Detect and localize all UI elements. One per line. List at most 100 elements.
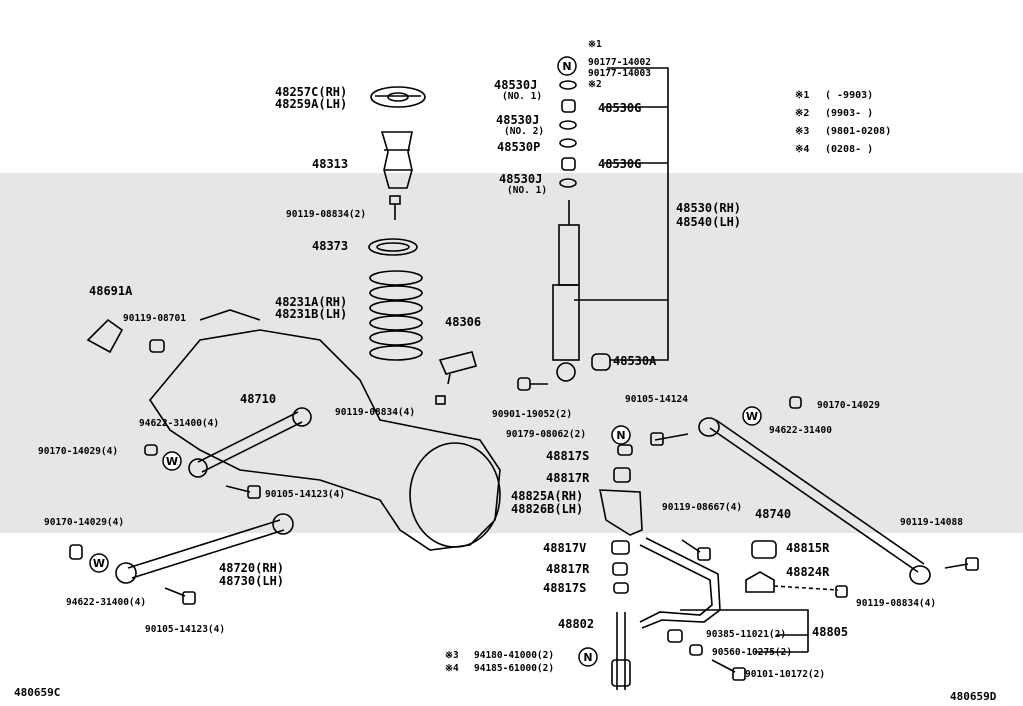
washer-mark-3: W [746, 410, 758, 423]
part-label: 90177-14003 [588, 68, 651, 79]
part-label: 90170-14029 [817, 400, 880, 411]
part-label: 90119-08667(4) [662, 502, 743, 513]
part-label: 90105-14123(4) [145, 624, 226, 635]
legend-row: ※3 (9801-0208) [795, 126, 891, 144]
legend-range: (0208- ) [825, 144, 874, 155]
part-label: 48824R [786, 565, 830, 579]
part-label: 48540(LH) [676, 215, 742, 229]
part-label: 90105-14124 [625, 394, 688, 405]
nut-mark-1: N [562, 60, 571, 73]
part-label: 48530J [494, 78, 538, 92]
bracket-48306-shape [438, 351, 477, 375]
legend-mark: ※3 [795, 126, 810, 137]
part-label: 48817R [546, 471, 590, 485]
part-label: 94622-31400(4) [139, 418, 220, 429]
watermark-band [0, 173, 1023, 533]
part-label: 90119-08701 [123, 313, 186, 324]
part-label: 90170-14029(4) [44, 517, 125, 528]
part-label: 48826B(LH) [511, 502, 584, 516]
legend-range: (9903- ) [825, 108, 874, 119]
part-label: 48730(LH) [219, 574, 285, 588]
part-label: 48817R [546, 562, 590, 576]
part-label: 48691A [89, 284, 133, 298]
bracket-48805 [680, 609, 809, 652]
part-label: 48259A(LH) [275, 97, 348, 111]
lower-arm-48720-shape [115, 513, 294, 584]
part-label: 90385-11021(2) [706, 629, 787, 640]
part-label: 48825A(RH) [511, 489, 584, 503]
part-label: 48530J [499, 172, 543, 186]
part-label: 48530P [497, 140, 541, 154]
bracket-48530 [607, 67, 669, 361]
part-label: 90105-14123(4) [265, 489, 346, 500]
part-label: (NO. 1) [507, 185, 548, 196]
coil-spring-shape [369, 270, 423, 361]
bracket-48691A-shape [86, 318, 124, 354]
part-label: 48817S [543, 581, 587, 595]
legend: ※1 ( -9903) ※2 (9903- ) ※3 (9801-0208) ※4 (0… [795, 90, 891, 162]
part-label: 48817V [543, 541, 587, 555]
legend-row: ※2 (9903- ) [795, 108, 891, 126]
shock-absorber-shape [552, 200, 580, 382]
part-label: 90901-19052(2) [492, 409, 573, 420]
part-label: 48373 [312, 239, 349, 253]
part-label: 48720(RH) [219, 561, 285, 575]
part-label: 48313 [312, 157, 349, 171]
spring-seat-shape [370, 86, 426, 108]
legend-row: ※4 (0208- ) [795, 144, 891, 162]
upper-arm-48710-shape [188, 407, 312, 478]
part-label: 48530J [496, 113, 540, 127]
part-label: 94185-61000(2) [474, 663, 555, 674]
washer-mark-2: W [93, 557, 105, 570]
part-label: ※4 [445, 663, 459, 674]
part-label: ※3 [445, 650, 459, 661]
part-label: 48817S [546, 449, 590, 463]
part-label: 94180-41000(2) [474, 650, 555, 661]
part-label: 94622-31400 [769, 425, 832, 436]
part-label: 48815R [786, 541, 830, 555]
part-label: 48231B(LH) [275, 307, 348, 321]
part-label: 48805 [812, 625, 849, 639]
part-label: 48530G [598, 101, 642, 115]
part-label: 48231A(RH) [275, 295, 348, 309]
part-label: 90179-08062(2) [506, 429, 587, 440]
part-label: 90119-08834(2) [286, 209, 367, 220]
diagram-code-right: 480659D [950, 690, 997, 703]
part-label: 48802 [558, 617, 595, 631]
legend-range: ( -9903) [825, 90, 874, 101]
part-label: 90177-14002 [588, 57, 651, 68]
part-label: 48530A [613, 354, 657, 368]
axle-housing-shape [149, 309, 501, 551]
nut-mark-2: N [616, 429, 625, 442]
part-label: 90101-10172(2) [745, 669, 826, 680]
part-label: 48306 [445, 315, 482, 329]
part-label: 90119-08834(4) [335, 407, 416, 418]
part-label: 90119-14088 [900, 517, 963, 528]
part-label: 48740 [755, 507, 792, 521]
stabilizer-bar-shape [639, 537, 721, 629]
insulator-shape [368, 238, 418, 256]
legend-mark: ※2 [795, 108, 810, 119]
part-label: 90170-14029(4) [38, 446, 119, 457]
legend-range: (9801-0208) [825, 126, 892, 137]
stabilizer-link-shape [611, 612, 631, 690]
legend-mark: ※1 [795, 90, 810, 101]
stabilizer-bracket-shape [599, 489, 643, 536]
nut-mark-3: N [583, 651, 592, 664]
part-label: 48530(RH) [676, 201, 742, 215]
part-label: (NO. 1) [502, 91, 543, 102]
part-label: 90119-08834(4) [856, 598, 937, 609]
part-label: 48257C(RH) [275, 85, 348, 99]
part-label: 94622-31400(4) [66, 597, 147, 608]
washer-mark-1: W [166, 455, 178, 468]
legend-mark: ※4 [795, 144, 810, 155]
part-label: 48710 [240, 392, 277, 406]
bump-stopper-shape [380, 131, 413, 189]
part-label: ※1 [588, 39, 602, 50]
diagram-code-left: 480659C [14, 686, 61, 699]
lateral-rod-48740-shape [698, 417, 931, 585]
part-label: 48530G [598, 157, 642, 171]
